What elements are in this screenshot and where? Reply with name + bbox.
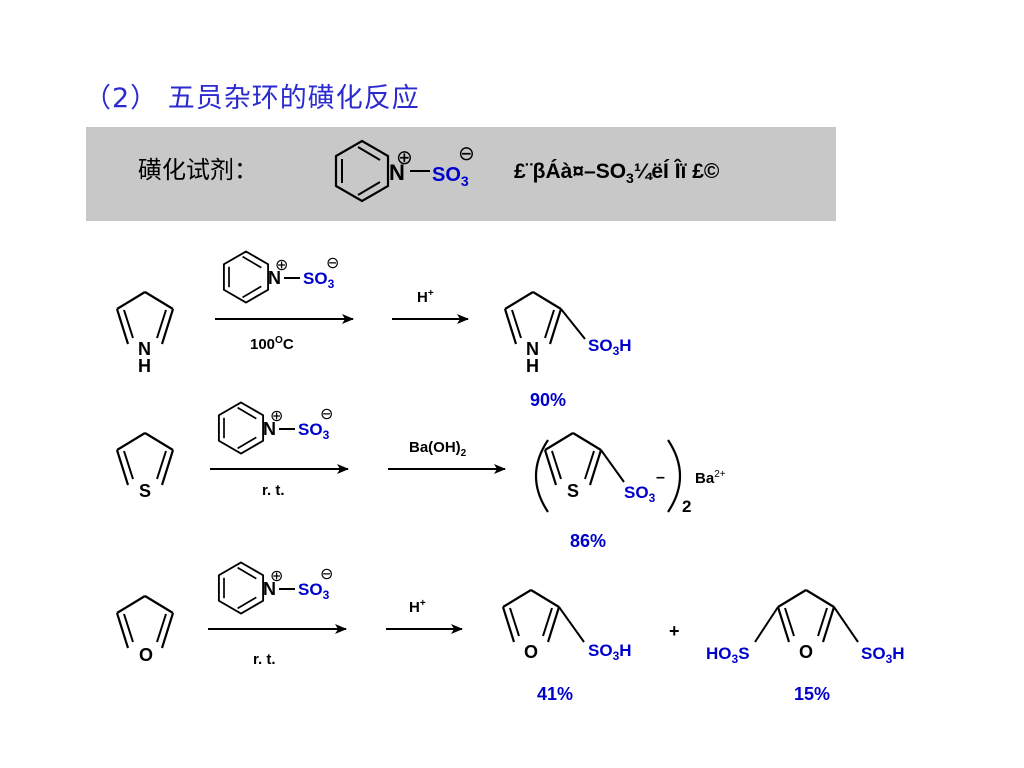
product-nitrogen: N — [526, 339, 539, 359]
barium-counter-ion: Ba2+ — [695, 469, 726, 487]
row-furan: O N ⊕ SO3 ⊖ r. t. H+ O SO3H 41% + O HO3S… — [115, 561, 905, 704]
condition-room-temp: r. t. — [262, 482, 285, 499]
condition-room-temp: r. t. — [253, 651, 276, 668]
product-sulfur: S — [567, 481, 579, 501]
pyrrole-nitrogen: N — [138, 339, 151, 359]
product-hydrogen: H — [526, 356, 539, 376]
reagent-plus-charge: ⊕ — [270, 566, 283, 585]
yield-thiophene: 86% — [570, 531, 606, 551]
plus-sign: + — [669, 621, 680, 641]
row-pyrrole: N H N ⊕ SO3 ⊖ 100OC H+ N H SO3H 90% — [115, 250, 632, 410]
row-thiophene: S N ⊕ SO3 ⊖ r. t. Ba(OH)2 S SO3 – 2 Ba2+… — [115, 401, 726, 551]
reagent-so3: SO3 — [298, 580, 330, 602]
base-reagent: Ba(OH)2 — [409, 439, 467, 459]
reagent-minus-charge: ⊖ — [320, 564, 333, 583]
reagent-minus-charge: ⊖ — [326, 253, 339, 272]
disulfonic-oxygen: O — [799, 642, 813, 662]
reagent-structure: N ⊕ ⊖ SO3 — [334, 139, 475, 203]
right-parenthesis — [667, 439, 682, 513]
reagent-panel: 磺化试剂： £¨βÁà¤–SO3¼ëÍ Îï £© — [86, 127, 836, 221]
product-sulfonate: SO3 — [624, 483, 656, 505]
reagent-label: 磺化试剂： — [138, 156, 258, 184]
yield-pyrrole: 90% — [530, 390, 566, 410]
product-oxygen: O — [524, 642, 538, 662]
thiophene-sulfur: S — [139, 481, 151, 501]
sulfonate-charge: – — [656, 469, 665, 486]
yield-furan-mono: 41% — [537, 684, 573, 704]
pyrrole-hydrogen: H — [138, 356, 151, 376]
page-title: （2） 五员杂环的磺化反应 — [84, 83, 420, 114]
reagent-minus-charge: ⊖ — [320, 404, 333, 423]
reagent-plus-charge: ⊕ — [275, 255, 288, 274]
furan-oxygen: O — [139, 645, 153, 665]
acid-reagent: H+ — [409, 598, 426, 616]
reagent-nitrogen: N — [263, 419, 276, 439]
reagent-so3: SO3 — [432, 164, 469, 189]
reagent-nitrogen: N — [263, 579, 276, 599]
product-sulfonic-acid: SO3H — [588, 336, 632, 358]
disulfonic-left-group: HO3S — [706, 644, 750, 666]
yield-furan-di: 15% — [794, 684, 830, 704]
condition-temperature: 100OC — [250, 335, 294, 353]
reagent-nitrogen: N — [389, 160, 405, 185]
stoichiometry: 2 — [682, 497, 691, 516]
reagent-name: £¨βÁà¤–SO3¼ëÍ Îï £© — [514, 160, 720, 187]
reagent-plus-charge: ⊕ — [396, 145, 413, 169]
reagent-minus-charge: ⊖ — [458, 141, 475, 165]
reagent-so3: SO3 — [298, 420, 330, 442]
reagent-so3: SO3 — [303, 269, 335, 291]
product-sulfonic-acid: SO3H — [588, 641, 632, 663]
acid-reagent: H+ — [417, 288, 434, 306]
left-parenthesis — [534, 439, 549, 513]
reagent-plus-charge: ⊕ — [270, 406, 283, 425]
disulfonic-right-group: SO3H — [861, 644, 905, 666]
reagent-nitrogen: N — [268, 268, 281, 288]
